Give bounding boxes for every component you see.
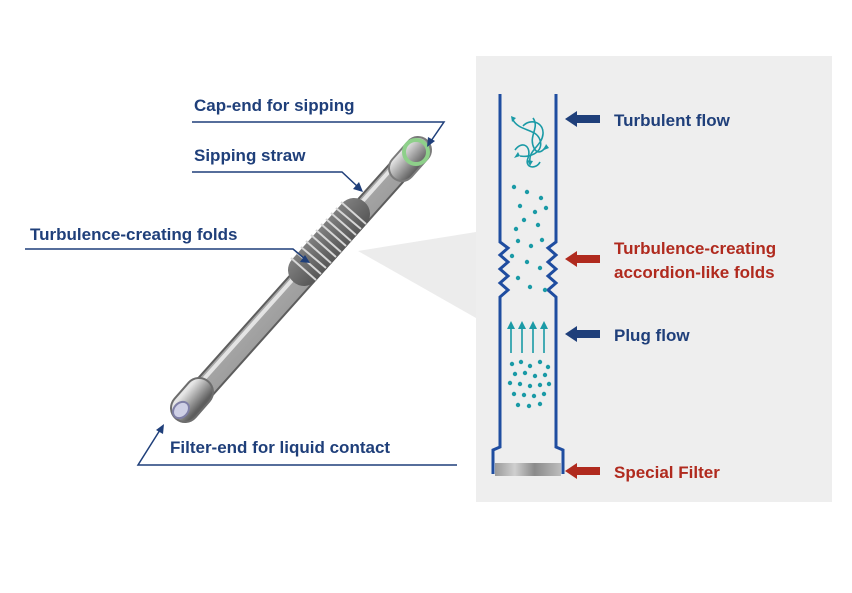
- label-sipping-straw: Sipping straw: [194, 146, 306, 165]
- arrow-accordion-folds: [565, 251, 600, 267]
- plug-flow-arrows: [507, 321, 548, 353]
- cap-end: [388, 136, 432, 182]
- straw-folds: [288, 198, 370, 286]
- arrow-plug-flow: [565, 326, 600, 342]
- label-special-filter: Special Filter: [614, 463, 720, 482]
- zoom-wedge: [358, 232, 476, 318]
- label-turbulence-folds: Turbulence-creating folds: [30, 225, 238, 244]
- arrow-turbulent-flow: [565, 111, 600, 127]
- special-filter-block: [495, 463, 561, 476]
- label-cap-end: Cap-end for sipping: [194, 96, 355, 115]
- particles-turbulent: [509, 184, 549, 293]
- left-leader-lines: [25, 121, 457, 466]
- label-turbulent-flow: Turbulent flow: [614, 111, 730, 130]
- label-plug-flow: Plug flow: [614, 326, 690, 345]
- tube-cross-section: [491, 94, 565, 474]
- sipping-straw-illustration: [170, 136, 432, 423]
- arrow-special-filter: [565, 463, 600, 479]
- label-filter-end: Filter-end for liquid contact: [170, 438, 391, 457]
- label-accordion-line1: Turbulence-creating: [614, 239, 777, 258]
- cross-section-panel: [476, 56, 832, 502]
- particles-plug: [507, 359, 552, 409]
- label-accordion-line2: accordion-like folds: [614, 263, 775, 282]
- turbulent-swirl-arrows: [511, 116, 549, 168]
- filter-end: [170, 377, 214, 423]
